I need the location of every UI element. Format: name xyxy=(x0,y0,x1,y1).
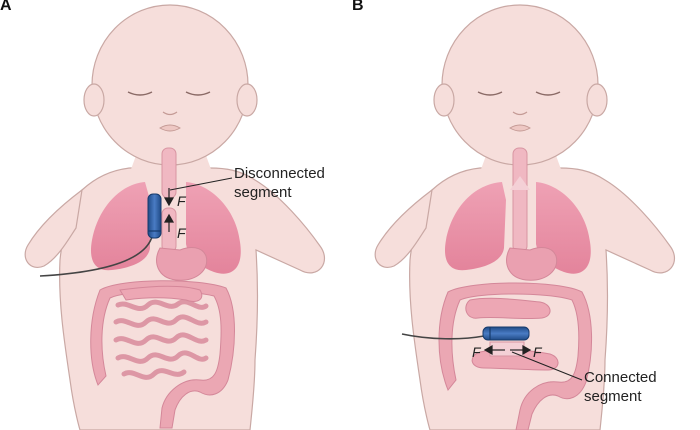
small-bowel-loop-b xyxy=(465,297,551,320)
ear-left-a xyxy=(83,83,105,117)
mouth-b xyxy=(509,124,531,132)
transverse-bowel-a xyxy=(119,285,203,303)
tether-wire-a xyxy=(39,231,154,277)
force-label-b-left: F xyxy=(472,344,482,360)
left-lung-b xyxy=(444,182,506,271)
left-lung-a xyxy=(90,182,150,271)
label-line1-b: Connected xyxy=(584,369,657,386)
head-b xyxy=(441,4,599,166)
eye-right-a xyxy=(185,91,211,96)
leader-line-a xyxy=(169,177,233,191)
eye-right-b xyxy=(535,91,561,96)
head-a xyxy=(91,4,249,166)
ear-right-a xyxy=(236,83,258,117)
esophagus-flare-b xyxy=(510,176,530,190)
left-arm-a xyxy=(24,188,83,268)
esophagus-b xyxy=(512,147,528,253)
force-arrows-b xyxy=(483,344,532,356)
stomach-b xyxy=(506,247,558,281)
connected-segment-b xyxy=(489,341,525,357)
colon-b xyxy=(438,282,593,430)
panel-b: B xyxy=(352,0,676,430)
nose-b xyxy=(512,111,528,116)
force-label-a-bottom: F xyxy=(177,225,187,241)
panel-letter-b: B xyxy=(352,0,364,14)
ear-left-b xyxy=(433,83,455,117)
stomach-a xyxy=(156,247,208,281)
tether-wire-b xyxy=(401,333,485,340)
panel-a: A xyxy=(0,0,326,430)
small-intestine-a xyxy=(113,299,209,380)
panel-letter-a: A xyxy=(0,0,12,14)
magnet-device-a xyxy=(147,193,162,239)
ear-right-b xyxy=(586,83,608,117)
eye-left-b xyxy=(477,91,503,96)
label-line1-a: Disconnected xyxy=(234,165,325,182)
label-line2-b: segment xyxy=(584,388,642,405)
mouth-a xyxy=(159,124,181,132)
nose-a xyxy=(162,111,178,116)
left-arm-b xyxy=(374,188,433,268)
force-label-a-top: F xyxy=(177,193,187,209)
eye-left-a xyxy=(127,91,153,96)
force-label-b-right: F xyxy=(533,344,543,360)
leader-line-b xyxy=(511,351,583,381)
label-line2-a: segment xyxy=(234,184,292,201)
force-arrows-a xyxy=(163,188,175,232)
magnet-device-b xyxy=(482,326,530,341)
